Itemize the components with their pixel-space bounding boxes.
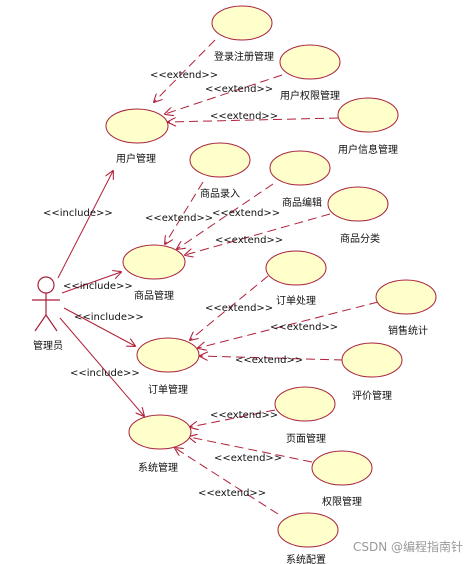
extend-label-goods-edit: <<extend>> <box>212 208 280 219</box>
extend-label-order-process: <<extend>> <box>205 303 273 314</box>
watermark: CSDN @编程指南针 <box>353 539 463 554</box>
extend-label-goods-category: <<extend>> <box>215 235 283 246</box>
usecase-goods-category-label: 商品分类 <box>340 232 380 245</box>
usecase-page-mgmt-ellipse <box>274 386 336 422</box>
actor-head <box>37 276 55 294</box>
usecase-order-mgmt[interactable]: 订单管理 <box>136 337 200 396</box>
extend-label-perm: <<extend>> <box>214 453 282 464</box>
usecase-review-mgmt-label: 评价管理 <box>352 389 392 402</box>
usecase-system-config[interactable]: 系统配置 <box>277 512 339 564</box>
usecase-goods-mgmt[interactable]: 商品管理 <box>122 244 186 302</box>
include-line-order-mgmt <box>63 307 135 346</box>
usecase-order-process-ellipse <box>265 250 327 286</box>
extend-line-user-info <box>168 118 339 122</box>
include-label-order-mgmt: <<include>> <box>74 312 144 323</box>
usecase-login-mgmt-ellipse <box>211 5 273 41</box>
usecase-goods-entry-label: 商品录入 <box>200 187 240 200</box>
usecase-perm-mgmt-label: 权限管理 <box>322 495 362 508</box>
include-line-user-mgmt <box>57 171 113 279</box>
usecase-login-mgmt-label: 登录注册管理 <box>214 50 274 63</box>
usecase-perm-mgmt-ellipse <box>311 450 373 486</box>
usecase-goods-mgmt-ellipse <box>122 244 186 280</box>
actor-label: 管理员 <box>33 339 63 352</box>
usecase-order-mgmt-ellipse <box>136 337 200 373</box>
actor-admin[interactable]: 管理员 <box>32 276 63 352</box>
extend-label-user-info: <<extend>> <box>210 111 278 122</box>
usecase-system-config-label: 系统配置 <box>286 553 326 564</box>
usecase-user-mgmt-ellipse <box>105 108 169 144</box>
extend-line-config <box>175 448 279 515</box>
usecase-goods-entry-ellipse <box>189 142 251 178</box>
usecase-review-mgmt[interactable]: 评价管理 <box>341 342 403 402</box>
extend-label-config: <<extend>> <box>198 488 266 499</box>
extend-links: <<extend>> <<extend>> <<extend>> <<exten… <box>145 39 379 515</box>
usecase-user-mgmt-label: 用户管理 <box>116 152 156 165</box>
usecase-order-mgmt-label: 订单管理 <box>148 383 188 396</box>
usecase-system-mgmt-label: 系统管理 <box>138 461 178 474</box>
usecase-goods-category[interactable]: 商品分类 <box>327 186 389 245</box>
usecase-user-mgmt[interactable]: 用户管理 <box>105 108 169 165</box>
extend-label-review: <<extend>> <box>235 355 303 366</box>
extend-label-login: <<extend>> <box>150 70 218 81</box>
actor-left-leg <box>34 314 47 332</box>
extend-line-perm <box>189 437 313 463</box>
usecase-system-mgmt[interactable]: 系统管理 <box>128 414 192 474</box>
usecase-goods-category-ellipse <box>327 186 389 222</box>
include-label-system-mgmt: <<include>> <box>70 368 140 379</box>
usecase-system-mgmt-ellipse <box>128 414 192 450</box>
extend-line-goods-edit <box>177 183 274 249</box>
usecase-order-process[interactable]: 订单处理 <box>265 250 327 307</box>
extend-label-goods-entry: <<extend>> <box>145 213 213 224</box>
usecase-goods-entry[interactable]: 商品录入 <box>189 142 251 200</box>
usecase-sales-stats-ellipse <box>375 279 437 315</box>
include-line-goods-mgmt <box>61 272 121 294</box>
extend-line-review <box>200 356 344 360</box>
extend-line-sales-stats <box>198 301 379 348</box>
extend-label-sales-stats: <<extend>> <box>270 322 338 333</box>
usecase-user-perm-mgmt-label: 用户权限管理 <box>280 89 340 102</box>
actor-right-leg <box>45 314 58 332</box>
include-label-user-mgmt: <<include>> <box>43 208 113 219</box>
usecase-goods-edit-label: 商品编辑 <box>282 196 322 209</box>
extend-line-login <box>154 39 216 102</box>
extend-line-goods-category <box>185 213 331 255</box>
usecase-user-perm-mgmt-ellipse <box>279 44 341 80</box>
extend-line-user-perm <box>165 74 283 114</box>
include-label-goods-mgmt: <<include>> <box>63 281 133 292</box>
usecase-perm-mgmt[interactable]: 权限管理 <box>311 450 373 508</box>
extend-label-user-perm: <<extend>> <box>205 84 273 95</box>
usecase-page-mgmt[interactable]: 页面管理 <box>274 386 336 445</box>
include-links: <<include>> <<include>> <<include>> <<in… <box>43 171 144 416</box>
extend-line-goods-entry <box>165 181 204 244</box>
usecase-user-info-mgmt[interactable]: 用户信息管理 <box>337 97 399 156</box>
extend-line-order-process <box>190 275 269 340</box>
usecase-review-mgmt-ellipse <box>341 342 403 378</box>
use-cases: 用户管理 登录注册管理 用户权限管理 用户信息管理 商品管理 商品录入 商品编辑 <box>105 5 437 564</box>
usecase-login-mgmt[interactable]: 登录注册管理 <box>211 5 274 63</box>
usecase-sales-stats[interactable]: 销售统计 <box>375 279 437 337</box>
usecase-goods-edit-ellipse <box>269 150 331 186</box>
usecase-goods-edit[interactable]: 商品编辑 <box>269 150 331 209</box>
usecase-goods-mgmt-label: 商品管理 <box>134 289 174 302</box>
usecase-user-perm-mgmt[interactable]: 用户权限管理 <box>279 44 341 102</box>
include-line-system-mgmt <box>59 317 144 416</box>
extend-line-page <box>190 409 276 427</box>
usecase-user-info-mgmt-label: 用户信息管理 <box>338 143 398 156</box>
usecase-sales-stats-label: 销售统计 <box>388 324 428 337</box>
usecase-user-info-mgmt-ellipse <box>337 97 399 133</box>
usecase-order-process-label: 订单处理 <box>276 295 316 307</box>
usecase-system-config-ellipse <box>277 512 339 548</box>
extend-label-page: <<extend>> <box>210 410 278 421</box>
usecase-page-mgmt-label: 页面管理 <box>286 432 326 445</box>
